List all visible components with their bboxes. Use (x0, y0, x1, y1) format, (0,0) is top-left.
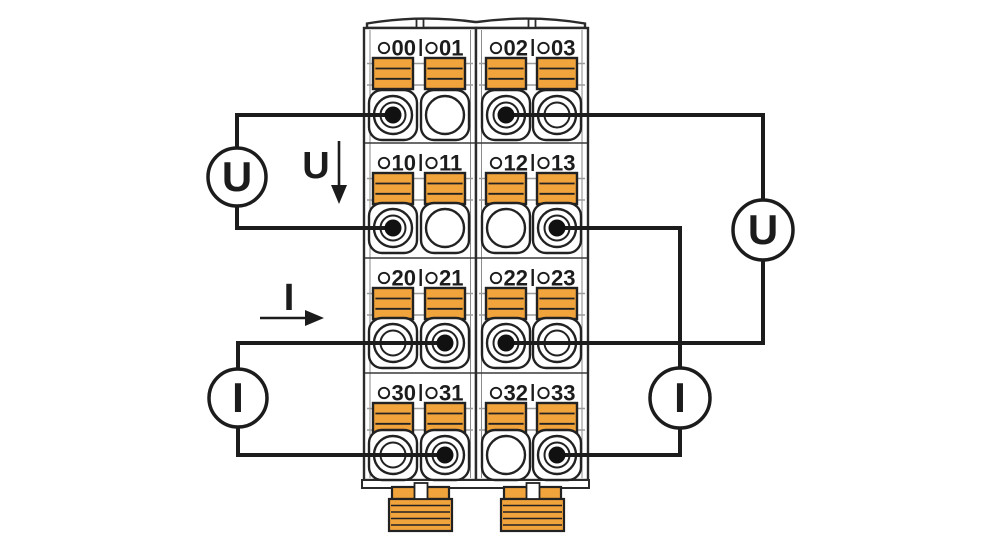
label-separator (531, 154, 534, 171)
label-separator (419, 39, 422, 56)
current-source-left: I (207, 367, 269, 429)
voltage-source-left-label: U (222, 153, 252, 200)
connection-dot-10 (384, 219, 402, 237)
push-lever-23 (535, 286, 579, 321)
wire-current-left-bottom (236, 427, 445, 457)
channel-label-11: 11 (439, 151, 462, 176)
channel-indicator-10 (377, 156, 391, 170)
voltage-direction-label: U (302, 145, 329, 187)
wire-voltage-left-top (235, 113, 393, 148)
module-top-cap (365, 17, 587, 30)
channel-label-23: 23 (551, 266, 575, 291)
channel-indicator-31 (425, 386, 438, 400)
label-separator (419, 154, 422, 171)
connection-dot-02 (497, 106, 515, 124)
terminal-11 (419, 201, 471, 255)
current-source-right-label: I (674, 374, 686, 421)
channel-label-01: 01 (439, 36, 463, 61)
voltage-direction-arrow (331, 141, 347, 204)
connection-dots (384, 106, 566, 464)
channel-indicator-21 (425, 271, 438, 285)
label-separator (531, 269, 534, 286)
push-lever-13 (535, 171, 579, 206)
top-cap-tab-right (527, 18, 537, 29)
channel-label-22: 22 (504, 266, 528, 291)
channel-indicator-33 (537, 386, 550, 400)
channel-indicator-11 (425, 156, 438, 170)
channel-indicator-02 (489, 41, 503, 55)
top-cap-tab-left (415, 18, 425, 29)
voltage-source-left: U (206, 146, 268, 208)
channel-label-30: 30 (392, 381, 416, 406)
wire-voltage-right-top (506, 113, 765, 200)
bus-connector-left (387, 482, 454, 533)
channel-label-13: 13 (551, 151, 575, 176)
push-lever-02 (484, 56, 528, 91)
channel-label-12: 12 (504, 151, 528, 176)
connection-dot-31 (436, 446, 454, 464)
annotations: U I (260, 141, 347, 326)
channel-indicator-01 (425, 41, 438, 55)
terminal-12 (480, 201, 532, 255)
terminal-32 (480, 428, 532, 482)
channel-label-33: 33 (551, 381, 575, 406)
push-lever-20 (371, 286, 415, 321)
channel-label-21: 21 (439, 266, 463, 291)
connection-dot-21 (436, 334, 454, 352)
channel-label-00: 00 (392, 36, 416, 61)
current-direction-arrow (260, 310, 324, 326)
wire-current-left-top (236, 341, 445, 369)
wire-current-right-bottom (557, 428, 682, 457)
channel-indicator-00 (377, 41, 391, 55)
label-separator (419, 269, 422, 286)
push-lever-11 (423, 171, 467, 206)
channel-label-32: 32 (504, 381, 528, 406)
connection-dot-22 (497, 334, 515, 352)
connector-notch (413, 482, 429, 500)
channel-label-02: 02 (504, 36, 528, 61)
current-source-right: I (648, 366, 712, 430)
connection-dot-00 (384, 106, 402, 124)
label-separator (531, 39, 534, 56)
connection-dot-33 (548, 446, 566, 464)
label-separator (419, 384, 422, 401)
channel-indicator-13 (537, 156, 550, 170)
push-lever-22 (484, 286, 528, 321)
wire-current-right-top (557, 226, 682, 368)
voltage-source-right-label: U (748, 206, 778, 253)
push-lever-01 (423, 56, 467, 91)
label-separator (531, 384, 534, 401)
channel-label-31: 31 (439, 381, 463, 406)
voltage-source-right: U (731, 198, 795, 262)
channel-indicator-20 (377, 271, 391, 285)
push-lever-00 (371, 56, 415, 91)
current-source-left-label: I (232, 374, 244, 421)
channel-label-10: 10 (392, 151, 416, 176)
channel-indicator-23 (537, 271, 550, 285)
connector-notch (525, 482, 541, 500)
push-lever-03 (535, 56, 579, 91)
channel-indicator-22 (489, 271, 503, 285)
connection-dot-13 (548, 219, 566, 237)
push-lever-10 (371, 171, 415, 206)
channel-indicator-03 (537, 41, 550, 55)
channel-label-03: 03 (551, 36, 575, 61)
bus-connector-right (499, 482, 566, 533)
sources: U I U I (206, 146, 795, 430)
terminal-01 (419, 88, 471, 142)
push-lever-21 (423, 286, 467, 321)
channel-label-20: 20 (392, 266, 416, 291)
push-lever-32 (484, 401, 528, 436)
push-lever-12 (484, 171, 528, 206)
channel-indicator-30 (377, 386, 391, 400)
channel-indicator-12 (489, 156, 503, 170)
channel-indicator-32 (489, 386, 503, 400)
current-direction-label: I (284, 277, 295, 319)
wire-voltage-left-bottom (235, 206, 393, 230)
module-base-bar (361, 479, 590, 489)
wire-voltage-right-bottom (506, 260, 765, 345)
measurement-wires (235, 113, 765, 457)
